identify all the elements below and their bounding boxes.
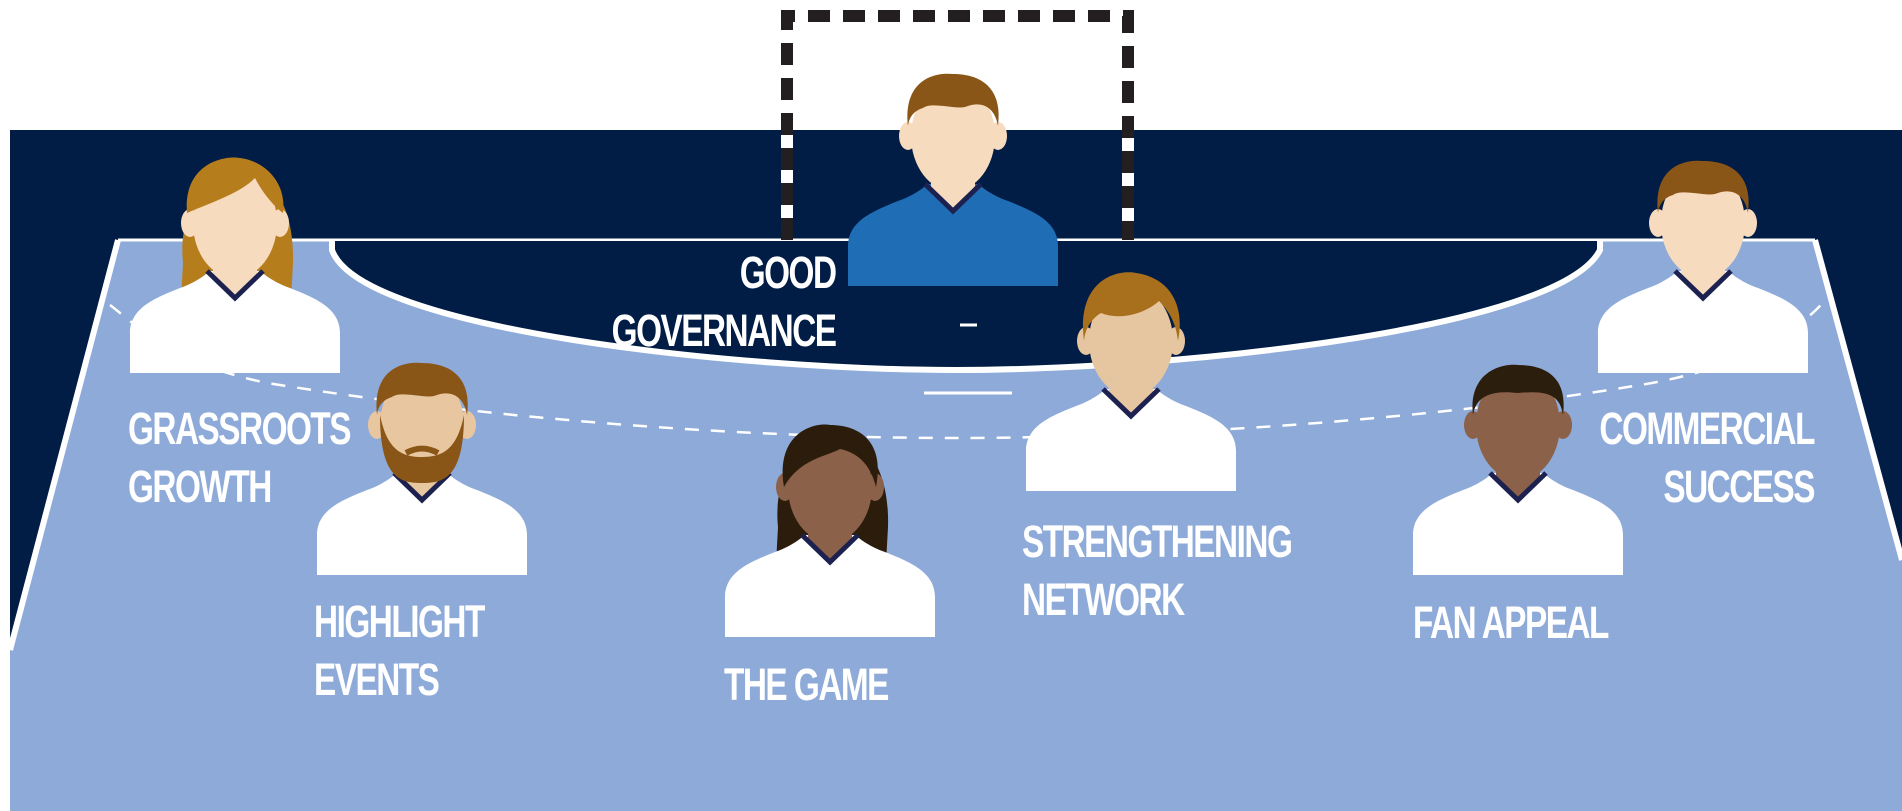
label-fan-appeal-line1: FAN APPEAL <box>1413 597 1609 648</box>
label-grassroots-growth-line1: GRASSROOTS <box>128 403 352 454</box>
hair <box>907 73 999 126</box>
label-fan-appeal: FAN APPEAL <box>1413 594 1609 652</box>
shirt <box>848 184 1058 286</box>
collar <box>205 269 265 302</box>
shirt <box>725 535 935 637</box>
player-commercial-success <box>1598 160 1808 373</box>
collar <box>1101 387 1161 420</box>
player-highlight-events <box>317 362 527 575</box>
label-good-governance-line2: GOVERNANCE <box>612 305 837 356</box>
penalty-arc <box>329 241 1603 374</box>
label-highlight-events-line2: EVENTS <box>314 654 440 705</box>
shirt <box>130 271 340 373</box>
player-strengthening-network <box>1026 272 1236 491</box>
collar <box>800 533 860 566</box>
label-strengthening-network-line2: NETWORK <box>1022 574 1185 625</box>
label-strengthening-network: STRENGTHENING NETWORK <box>1022 513 1293 629</box>
shirt <box>1026 389 1236 491</box>
dashed-midline <box>109 299 1826 440</box>
pitch <box>10 240 1902 811</box>
collar <box>1673 269 1733 302</box>
label-the-game-line1: THE GAME <box>724 659 889 710</box>
touchline-right <box>1812 239 1902 561</box>
goal-frame <box>781 10 1134 240</box>
label-good-governance: GOOD GOVERNANCE <box>612 244 837 360</box>
hair <box>1082 272 1180 341</box>
player-good-governance <box>848 73 1058 286</box>
face <box>1476 370 1560 480</box>
beard <box>380 415 464 483</box>
face <box>911 81 995 191</box>
hair <box>186 157 284 213</box>
label-grassroots-growth: GRASSROOTS GROWTH <box>128 400 352 516</box>
players-layer <box>130 73 1808 637</box>
hair <box>782 424 878 487</box>
face <box>380 370 464 480</box>
moustache <box>404 445 440 456</box>
label-highlight-events: HIGHLIGHT EVENTS <box>314 593 485 709</box>
player-fan-appeal <box>1413 364 1623 575</box>
collar <box>1488 471 1548 504</box>
player-the-game <box>725 424 935 637</box>
hair <box>376 362 468 415</box>
label-commercial-success-line2: SUCCESS <box>1663 461 1815 512</box>
touchline-left <box>7 239 121 651</box>
label-commercial-success-line1: COMMERCIAL <box>1599 403 1815 454</box>
label-highlight-events-line1: HIGHLIGHT <box>314 596 485 647</box>
label-the-game: THE GAME <box>724 656 889 714</box>
label-good-governance-line1: GOOD <box>740 247 837 298</box>
face <box>1661 168 1745 278</box>
collar <box>392 471 452 504</box>
shirt <box>1598 271 1808 373</box>
label-grassroots-growth-line2: GROWTH <box>128 461 272 512</box>
collar <box>923 182 983 215</box>
hair <box>1657 160 1749 213</box>
label-commercial-success: COMMERCIAL SUCCESS <box>1599 400 1815 516</box>
label-strengthening-network-line1: STRENGTHENING <box>1022 516 1293 567</box>
player-grassroots-growth <box>130 157 340 373</box>
shirt <box>1413 473 1623 575</box>
hair <box>1472 364 1564 415</box>
shirt <box>317 473 527 575</box>
